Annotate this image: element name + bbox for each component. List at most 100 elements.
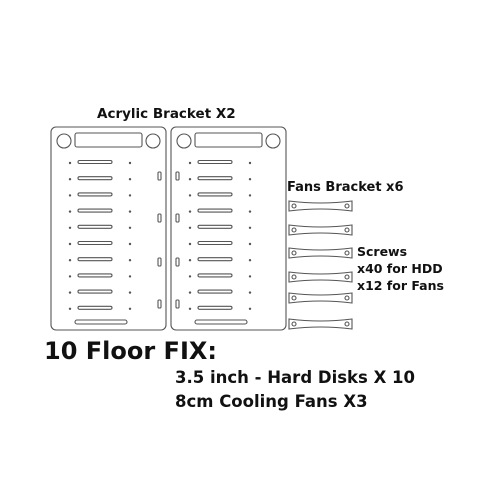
edge-tab	[175, 299, 180, 309]
disk-slot	[197, 208, 233, 213]
screw-hole	[68, 210, 72, 213]
screw-hole	[188, 307, 192, 310]
panel-outline	[170, 126, 287, 331]
screw-hole	[248, 291, 252, 294]
screw-hole	[248, 210, 252, 213]
screw-hole	[248, 242, 252, 246]
fan-bracket-outline	[288, 200, 353, 212]
screw-hole	[128, 259, 132, 262]
spec-list: 3.5 inch - Hard Disks X 10 8cm Cooling F…	[175, 366, 415, 414]
screw-hole	[128, 291, 132, 294]
fan-bracket-hole	[344, 321, 350, 327]
panel-outline	[50, 126, 167, 331]
acrylic-bracket-panel	[50, 126, 167, 331]
disk-slot	[197, 289, 233, 294]
fan-bracket	[288, 200, 353, 212]
bottom-slot	[194, 319, 248, 325]
disk-slot	[197, 273, 233, 278]
disk-slot	[197, 224, 233, 229]
screw-hole	[248, 178, 252, 181]
screw-hole	[188, 161, 192, 165]
disk-slot	[77, 273, 113, 278]
edge-tab	[157, 257, 162, 267]
screw-hole	[248, 194, 252, 197]
screw-hole	[68, 178, 72, 181]
screws-hdd-count: x40 for HDD	[357, 261, 443, 276]
screw-hole	[68, 259, 72, 262]
disk-slot	[77, 224, 113, 229]
screw-hole	[188, 210, 192, 213]
disk-slot	[197, 240, 233, 246]
screw-hole	[188, 226, 192, 229]
screw-hole	[188, 275, 192, 278]
disk-slot	[77, 289, 113, 294]
fan-bracket	[288, 271, 353, 283]
fan-bracket-hole	[291, 274, 297, 280]
fan-bracket	[288, 247, 353, 259]
screw-hole	[68, 307, 72, 310]
screw-hole	[188, 291, 192, 294]
fan-bracket-outline	[288, 292, 353, 304]
fan-bracket-hole	[344, 227, 350, 233]
screw-hole	[68, 161, 72, 165]
disk-slot	[197, 176, 233, 181]
disk-slot	[77, 192, 113, 197]
screws-title: Screws	[357, 244, 408, 259]
screw-hole	[248, 226, 252, 229]
headline: 10 Floor FIX:	[44, 337, 217, 365]
disk-slot	[197, 305, 233, 310]
fan-bracket-hole	[291, 250, 297, 256]
fans-bracket-label: Fans Bracket x6	[287, 180, 404, 195]
fan-bracket-outline	[288, 247, 353, 259]
screw-hole	[128, 161, 132, 165]
spec-cooling-fans: 8cm Cooling Fans X3	[175, 392, 368, 411]
fan-bracket-hole	[291, 295, 297, 301]
fan-bracket-hole	[344, 203, 350, 209]
disk-slot	[197, 159, 233, 165]
fan-bracket-hole	[344, 250, 350, 256]
fan-bracket	[288, 318, 353, 330]
screw-hole	[248, 259, 252, 262]
screw-hole	[188, 178, 192, 181]
screw-hole	[68, 291, 72, 294]
screw-hole	[248, 275, 252, 278]
screw-hole	[248, 307, 252, 310]
corner-hole	[56, 133, 72, 149]
disk-slot	[77, 176, 113, 181]
screw-hole	[128, 194, 132, 197]
disk-slot	[197, 192, 233, 197]
screws-label-block: Screws x40 for HDD x12 for Fans	[357, 243, 444, 294]
disk-slot	[77, 159, 113, 165]
screw-hole	[188, 194, 192, 197]
screw-hole	[128, 210, 132, 213]
screw-hole	[128, 242, 132, 246]
disk-slot	[77, 257, 113, 262]
fan-bracket	[288, 224, 353, 236]
fan-bracket-hole	[344, 274, 350, 280]
edge-tab	[157, 171, 162, 181]
fan-bracket-hole	[291, 321, 297, 327]
screws-fans-count: x12 for Fans	[357, 278, 444, 293]
screw-hole	[128, 275, 132, 278]
label-slot	[74, 132, 143, 148]
disk-slot	[77, 240, 113, 246]
edge-tab	[175, 213, 180, 223]
screw-hole	[128, 307, 132, 310]
acrylic-bracket-panel	[170, 126, 287, 331]
screw-hole	[128, 226, 132, 229]
fan-bracket-outline	[288, 224, 353, 236]
bottom-slot	[74, 319, 128, 325]
edge-tab	[157, 213, 162, 223]
edge-tab	[175, 171, 180, 181]
edge-tab	[175, 257, 180, 267]
acrylic-bracket-label: Acrylic Bracket X2	[97, 106, 236, 122]
screw-hole	[128, 178, 132, 181]
fan-bracket-outline	[288, 318, 353, 330]
screw-hole	[68, 275, 72, 278]
screw-hole	[188, 259, 192, 262]
fan-bracket-outline	[288, 271, 353, 283]
corner-hole	[265, 133, 281, 149]
fan-bracket	[288, 292, 353, 304]
screw-hole	[68, 194, 72, 197]
